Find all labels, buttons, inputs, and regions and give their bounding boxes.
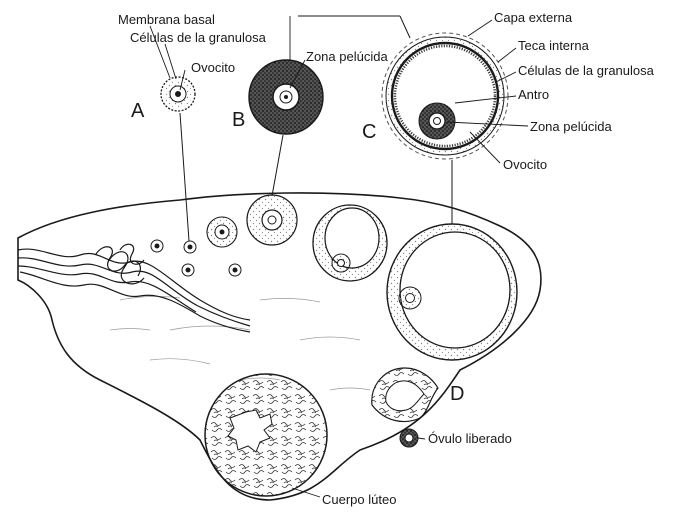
label-capa-externa: Capa externa bbox=[494, 10, 573, 25]
detail-c-antral-follicle bbox=[382, 33, 508, 159]
graafian-follicle-in-ovary bbox=[387, 224, 517, 360]
label-antro: Antro bbox=[518, 87, 549, 102]
label-teca-interna: Teca interna bbox=[518, 38, 590, 53]
antral-follicle-small bbox=[313, 205, 387, 281]
detail-a-primordial-follicle bbox=[161, 77, 195, 111]
stage-label-b: B bbox=[232, 109, 245, 131]
label-celulas-granulosa-c: Células de la granulosa bbox=[518, 63, 655, 78]
released-ovum bbox=[400, 429, 418, 447]
secondary-follicle-in-ovary bbox=[247, 195, 297, 245]
label-ovocito-c: Ovocito bbox=[503, 157, 547, 172]
stage-label-c: C bbox=[362, 121, 376, 143]
label-ovulo-liberado: Óvulo liberado bbox=[428, 431, 512, 446]
primary-follicle-in-ovary bbox=[207, 217, 237, 247]
corpus-luteum bbox=[205, 374, 327, 496]
label-celulas-granulosa-a: Células de la granulosa bbox=[130, 30, 267, 45]
label-membrana-basal: Membrana basal bbox=[118, 12, 215, 27]
label-cuerpo-luteo: Cuerpo lúteo bbox=[322, 492, 396, 507]
label-ovocito-a: Ovocito bbox=[191, 60, 235, 75]
stage-label-a: A bbox=[131, 100, 145, 122]
label-zona-pelucida-c: Zona pelúcida bbox=[530, 119, 612, 134]
detail-b-secondary-follicle bbox=[249, 60, 323, 134]
label-zona-pelucida-b: Zona pelúcida bbox=[306, 49, 388, 64]
stage-label-d: D bbox=[450, 383, 464, 405]
